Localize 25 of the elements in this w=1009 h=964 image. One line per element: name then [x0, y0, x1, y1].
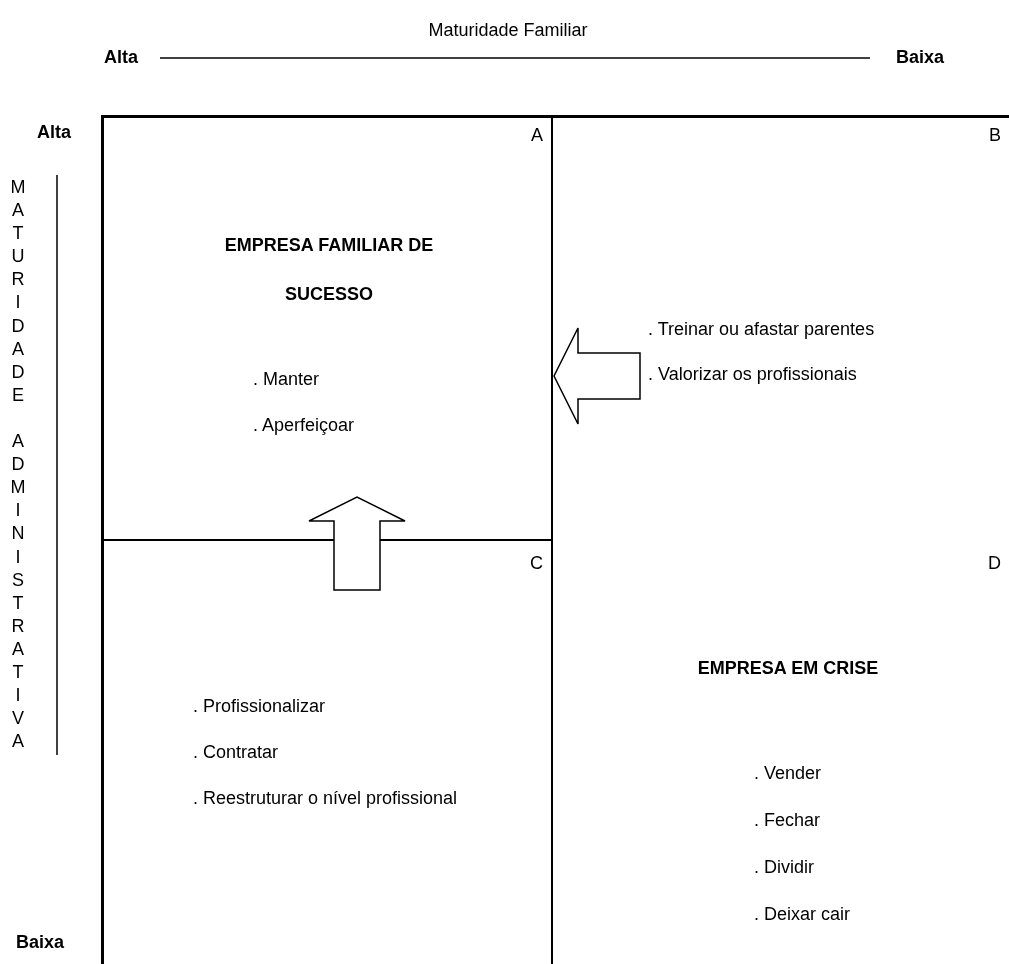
axis-end-label: Alta [37, 121, 71, 143]
action-item: . Profissionalizar [193, 695, 326, 717]
axis-end-label: Baixa [896, 46, 945, 68]
quadrant-letter: D [988, 552, 1001, 574]
axis-title: MATURIDADE ADMINISTRATIVA [9, 176, 27, 754]
action-item: . Manter [253, 368, 320, 390]
axis-end-label: Baixa [16, 931, 65, 953]
action-item: . Treinar ou afastar parentes [648, 318, 875, 340]
axis-title: Maturidade Familiar [428, 19, 588, 41]
action-item: . Valorizar os profissionais [648, 363, 857, 385]
action-item: . Aperfeiçoar [253, 414, 355, 436]
quadrant-letter: A [531, 124, 543, 146]
action-item: . Fechar [754, 809, 821, 831]
action-item: . Reestruturar o nível profissional [193, 787, 458, 809]
action-item: . Contratar [193, 741, 279, 763]
block-arrow [553, 327, 641, 425]
action-item: . Deixar cair [754, 903, 851, 925]
action-item: . Dividir [754, 856, 814, 878]
quadrant-heading: EMPRESA FAMILIAR DE SUCESSO [223, 234, 435, 306]
quadrant-letter: B [989, 124, 1001, 146]
quadrant-heading: EMPRESA EM CRISE [696, 657, 880, 680]
quadrant-letter: C [530, 552, 543, 574]
axis-end-label: Alta [104, 46, 138, 68]
action-item: . Vender [754, 762, 822, 784]
block-arrow [308, 496, 406, 591]
